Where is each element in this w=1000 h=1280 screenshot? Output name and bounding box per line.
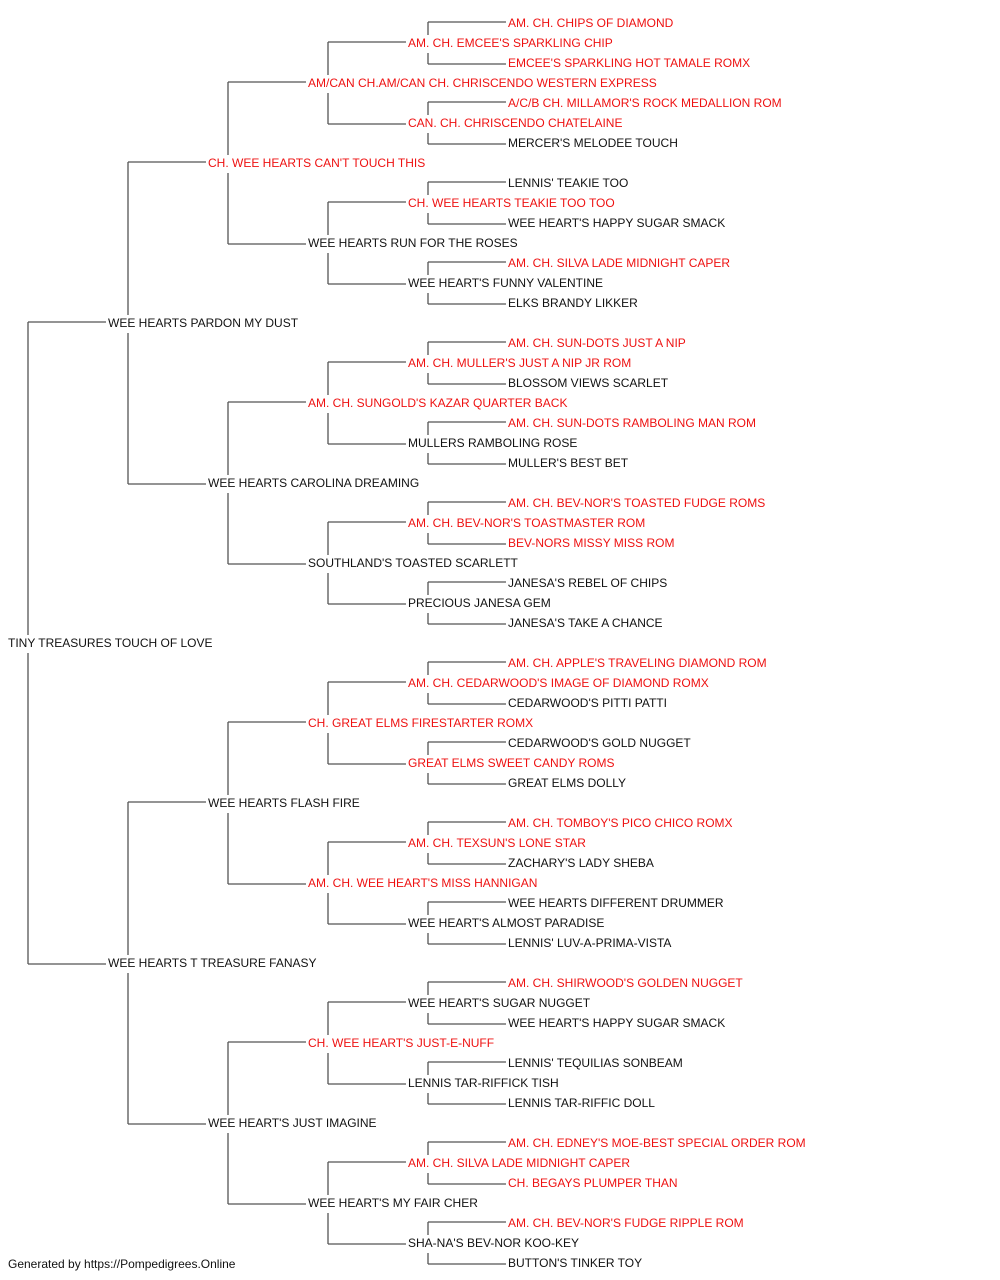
ancestor-name-gen5: ELKS BRANDY LIKKER [508, 296, 638, 310]
ancestor-name-gen5: CEDARWOOD'S PITTI PATTI [508, 696, 667, 710]
ancestor-name-gen3: SOUTHLAND'S TOASTED SCARLETT [308, 556, 518, 570]
ancestor-name-gen5: JANESA'S TAKE A CHANCE [508, 616, 663, 630]
ancestor-name-gen4: AM. CH. MULLER'S JUST A NIP JR ROM [408, 356, 632, 370]
ancestor-name-gen5: WEE HEARTS DIFFERENT DRUMMER [508, 896, 724, 910]
ancestor-name-gen3: AM. CH. SUNGOLD'S KAZAR QUARTER BACK [308, 396, 568, 410]
ancestor-name-gen5: EMCEE'S SPARKLING HOT TAMALE ROMX [508, 56, 751, 70]
ancestor-name-gen2: CH. WEE HEARTS CAN'T TOUCH THIS [208, 156, 426, 170]
ancestor-name-gen5: AM. CH. SHIRWOOD'S GOLDEN NUGGET [508, 976, 743, 990]
ancestor-name-gen5: LENNIS' TEAKIE TOO [508, 176, 629, 190]
ancestor-name-gen4: LENNIS TAR-RIFFICK TISH [408, 1076, 559, 1090]
ancestor-name-gen5: AM. CH. CHIPS OF DIAMOND [508, 16, 674, 30]
ancestor-name-gen5: BEV-NORS MISSY MISS ROM [508, 536, 675, 550]
ancestor-name-gen5: AM. CH. APPLE'S TRAVELING DIAMOND ROM [508, 656, 767, 670]
ancestor-name-gen5: AM. CH. EDNEY'S MOE-BEST SPECIAL ORDER R… [508, 1136, 806, 1150]
ancestor-name-gen4: AM. CH. EMCEE'S SPARKLING CHIP [408, 36, 613, 50]
ancestor-name-gen5: GREAT ELMS DOLLY [508, 776, 627, 790]
ancestor-name-gen4: PRECIOUS JANESA GEM [408, 596, 551, 610]
ancestor-name-gen4: GREAT ELMS SWEET CANDY ROMS [408, 756, 615, 770]
ancestor-name-gen5: MERCER'S MELODEE TOUCH [508, 136, 678, 150]
ancestor-name-gen2: WEE HEART'S JUST IMAGINE [208, 1116, 377, 1130]
ancestor-name-gen4: CAN. CH. CHRISCENDO CHATELAINE [408, 116, 623, 130]
ancestor-name-gen5: MULLER'S BEST BET [508, 456, 629, 470]
ancestor-name-gen4: AM. CH. SILVA LADE MIDNIGHT CAPER [408, 1156, 631, 1170]
ancestor-name-gen4: WEE HEART'S ALMOST PARADISE [408, 916, 605, 930]
ancestor-name-gen5: AM. CH. TOMBOY'S PICO CHICO ROMX [508, 816, 733, 830]
ancestor-name-gen5: LENNIS' TEQUILIAS SONBEAM [508, 1056, 683, 1070]
ancestor-name-gen4: MULLERS RAMBOLING ROSE [408, 436, 578, 450]
ancestor-name-gen5: AM. CH. SUN-DOTS RAMBOLING MAN ROM [508, 416, 757, 430]
ancestor-name-gen4: AM. CH. CEDARWOOD'S IMAGE OF DIAMOND ROM… [408, 676, 709, 690]
ancestor-name-gen5: BUTTON'S TINKER TOY [508, 1256, 643, 1270]
ancestor-name-gen5: AM. CH. BEV-NOR'S TOASTED FUDGE ROMS [508, 496, 766, 510]
ancestor-name-gen5: CH. BEGAYS PLUMPER THAN [508, 1176, 678, 1190]
ancestor-name-gen3: CH. GREAT ELMS FIRESTARTER ROMX [308, 716, 534, 730]
ancestor-name-gen5: WEE HEART'S HAPPY SUGAR SMACK [508, 1016, 726, 1030]
subject-name: TINY TREASURES TOUCH OF LOVE [8, 636, 213, 650]
ancestor-name-gen2: WEE HEARTS FLASH FIRE [208, 796, 360, 810]
generated-by-footer: Generated by https://Pompedigrees.Online [8, 1257, 236, 1271]
ancestor-name-gen5: AM. CH. BEV-NOR'S FUDGE RIPPLE ROM [508, 1216, 744, 1230]
ancestor-name-gen5: AM. CH. SILVA LADE MIDNIGHT CAPER [508, 256, 731, 270]
ancestor-name-gen4: AM. CH. BEV-NOR'S TOASTMASTER ROM [408, 516, 646, 530]
ancestor-name-gen5: BLOSSOM VIEWS SCARLET [508, 376, 669, 390]
ancestor-name-gen3: AM. CH. WEE HEART'S MISS HANNIGAN [308, 876, 538, 890]
ancestor-name-gen5: AM. CH. SUN-DOTS JUST A NIP [508, 336, 686, 350]
ancestor-name-gen5: LENNIS' LUV-A-PRIMA-VISTA [508, 936, 672, 950]
ancestor-name-gen3: WEE HEARTS RUN FOR THE ROSES [308, 236, 518, 250]
ancestor-name-gen2: WEE HEARTS CAROLINA DREAMING [208, 476, 420, 490]
ancestor-name-gen4: SHA-NA'S BEV-NOR KOO-KEY [408, 1236, 579, 1250]
ancestor-name-gen4: CH. WEE HEARTS TEAKIE TOO TOO [408, 196, 615, 210]
ancestor-name-gen3: CH. WEE HEART'S JUST-E-NUFF [308, 1036, 495, 1050]
ancestor-name-gen5: ZACHARY'S LADY SHEBA [508, 856, 654, 870]
ancestor-name-gen3: WEE HEART'S MY FAIR CHER [308, 1196, 478, 1210]
ancestor-name-gen5: JANESA'S REBEL OF CHIPS [508, 576, 668, 590]
ancestor-name-gen4: WEE HEART'S SUGAR NUGGET [408, 996, 591, 1010]
ancestor-name-gen5: WEE HEART'S HAPPY SUGAR SMACK [508, 216, 726, 230]
ancestor-name-gen3: AM/CAN CH.AM/CAN CH. CHRISCENDO WESTERN … [308, 76, 657, 90]
ancestor-name-gen4: AM. CH. TEXSUN'S LONE STAR [408, 836, 586, 850]
ancestor-name-gen4: WEE HEART'S FUNNY VALENTINE [408, 276, 603, 290]
ancestor-name-gen5: A/C/B CH. MILLAMOR'S ROCK MEDALLION ROM [508, 96, 782, 110]
ancestor-name-gen5: CEDARWOOD'S GOLD NUGGET [508, 736, 691, 750]
ancestor-name-gen1: WEE HEARTS PARDON MY DUST [108, 316, 299, 330]
ancestor-name-gen1: WEE HEARTS T TREASURE FANASY [108, 956, 317, 970]
ancestor-name-gen5: LENNIS TAR-RIFFIC DOLL [508, 1096, 655, 1110]
